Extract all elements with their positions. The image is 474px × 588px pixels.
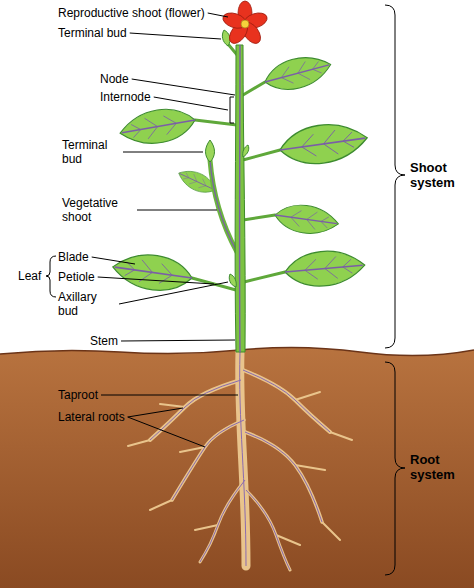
part-label: Axillary bud xyxy=(58,290,116,318)
system-label: Root system xyxy=(410,452,470,482)
lateral-root xyxy=(245,432,322,522)
part-label: Lateral roots xyxy=(58,410,125,424)
part-label: Blade xyxy=(58,250,89,264)
leader-line xyxy=(98,277,214,284)
leaf-drawing xyxy=(261,50,334,96)
leaf-drawing xyxy=(277,119,369,169)
lateral-root xyxy=(243,370,330,432)
stem-vascular-tissue xyxy=(239,45,241,352)
leaf-drawing xyxy=(273,201,340,237)
bracket xyxy=(46,5,405,575)
leader-line xyxy=(123,152,203,153)
leader-line xyxy=(119,282,228,304)
lateral-root xyxy=(246,490,290,570)
leader-line xyxy=(121,340,235,341)
shoot-system-bracket xyxy=(385,5,405,348)
leader-line xyxy=(92,257,135,264)
leader-line xyxy=(154,97,228,110)
bud-drawing xyxy=(206,30,249,287)
leader-line xyxy=(128,417,205,447)
leaf-drawing xyxy=(283,248,366,289)
part-label: Terminal bud xyxy=(58,26,127,40)
internode-bracket xyxy=(230,97,234,123)
part-label: Leaf xyxy=(18,269,41,283)
lateral-root xyxy=(172,420,244,500)
leaf-drawing xyxy=(110,250,194,295)
system-label: Shoot system xyxy=(410,160,470,190)
leader-line xyxy=(101,395,238,396)
leader-line xyxy=(128,408,183,417)
leader-line xyxy=(130,33,221,39)
branch-drawing xyxy=(210,160,237,252)
flower-drawing xyxy=(221,1,269,47)
part-label: Vegetative shoot xyxy=(62,196,134,224)
part-label: Internode xyxy=(100,90,151,104)
part-label: Taproot xyxy=(58,388,98,402)
part-label: Reproductive shoot (flower) xyxy=(58,6,205,20)
root-system-drawing xyxy=(128,352,352,570)
part-label: Terminal bud xyxy=(62,138,120,166)
part-label: Node xyxy=(100,72,129,86)
branch-vascular-tissue xyxy=(210,160,237,252)
leaf-bracket xyxy=(46,256,56,297)
leader-line xyxy=(208,13,228,17)
lateral-root xyxy=(200,480,245,562)
part-label: Stem xyxy=(90,334,118,348)
soil xyxy=(0,347,474,588)
leaf-drawing xyxy=(117,104,198,149)
root-vascular-tissue xyxy=(150,352,330,570)
part-label: Petiole xyxy=(58,270,95,284)
stem-drawing xyxy=(235,45,245,352)
root-system-bracket xyxy=(385,362,405,575)
taproot-drawing xyxy=(240,352,246,566)
leader-line xyxy=(137,210,217,211)
